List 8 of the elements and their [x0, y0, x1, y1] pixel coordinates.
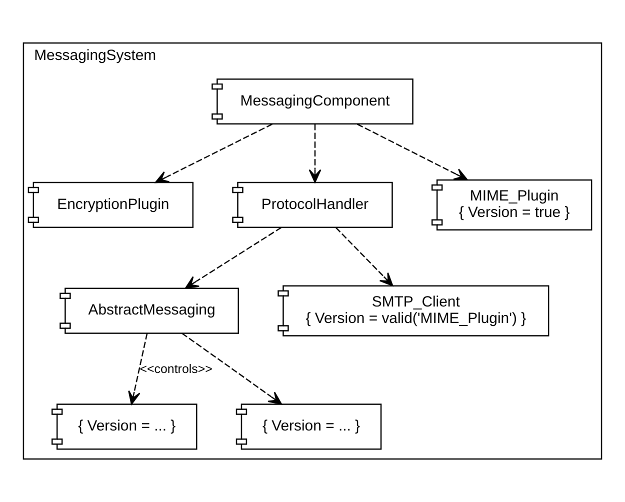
arrow [184, 227, 282, 289]
arrow [308, 124, 322, 183]
arrow [154, 124, 272, 184]
arrow [128, 333, 148, 405]
arrow [356, 124, 468, 180]
arrow [182, 332, 282, 405]
arrow [335, 227, 394, 286]
edge-label: <<controls>> [140, 362, 212, 376]
